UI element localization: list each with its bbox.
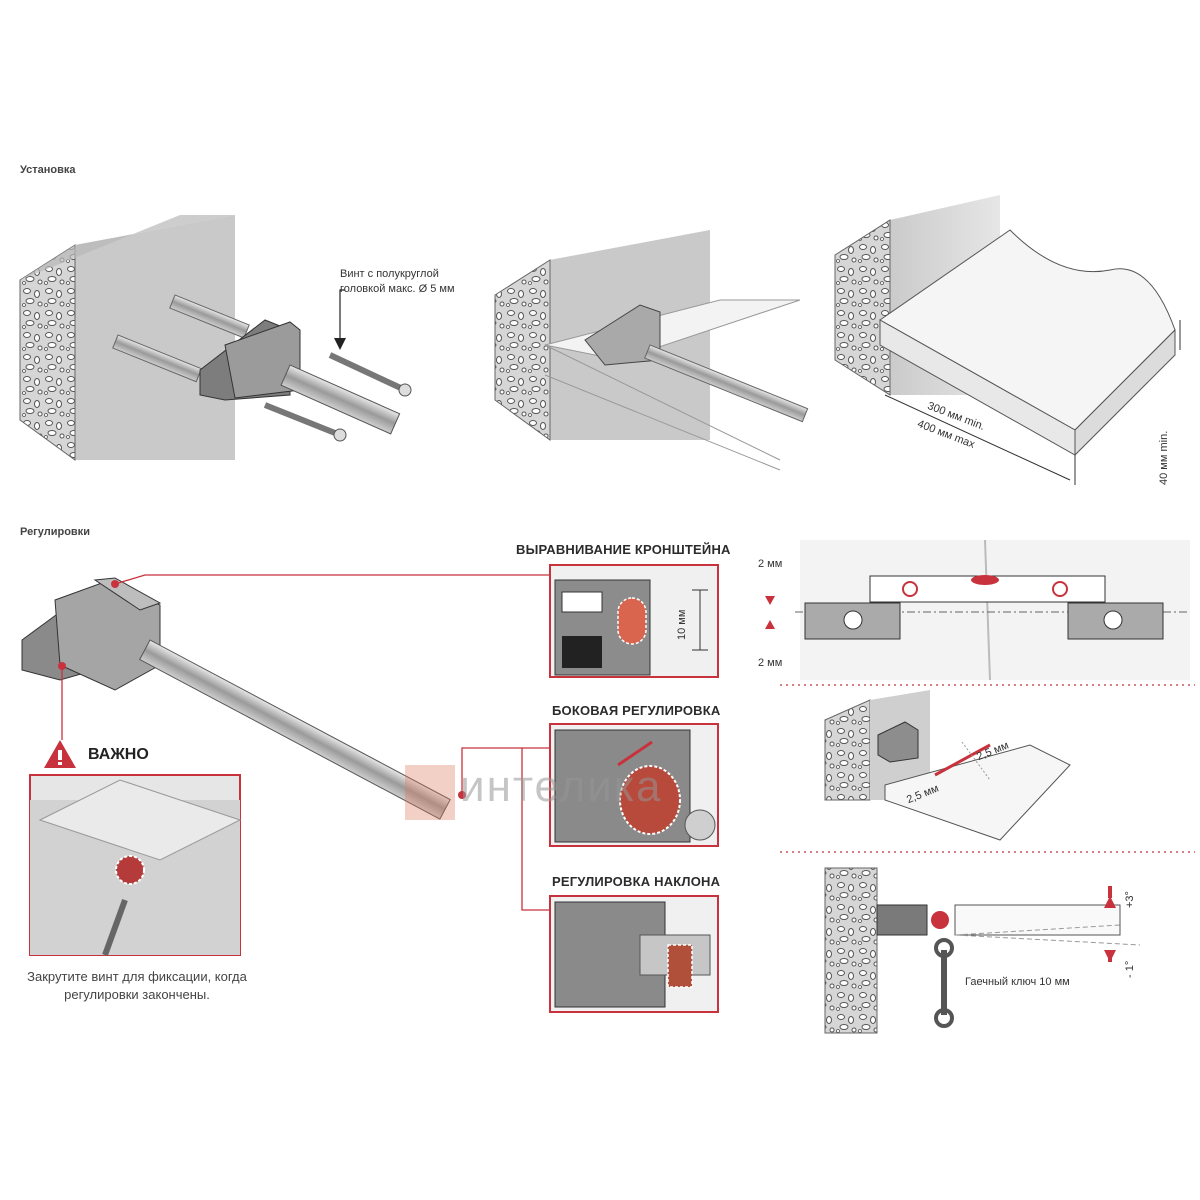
main-bracket [21,577,466,820]
level-up-label: 2 мм [758,558,783,570]
bracket-body [199,319,401,435]
watermark-logo [405,765,455,820]
screw-callout-line [339,289,345,345]
arrow-down-icon [765,620,775,629]
important-label: ВАЖНО [88,746,149,763]
lateral-title: БОКОВАЯ РЕГУЛИРОВКА [552,703,721,718]
screw-note-line-1: Винт с полукруглой [340,268,439,280]
arrow-up-icon [765,596,775,605]
lateral-arrow [617,740,653,767]
screw-callout-arrow [334,338,346,350]
slot-size-label: 10 мм [676,609,688,640]
install-step-1 [19,215,412,461]
install-step-2 [494,230,809,471]
wrench-label: Гаечный ключ 10 мм [965,976,1070,988]
tilt-title: РЕГУЛИРОВКА НАКЛОНА [552,874,721,889]
tilt-nut-highlight [667,944,693,988]
important-note: Закрутите винт для фиксации, когда регул… [27,969,247,1002]
tilt-down-label: - 1° [1124,960,1136,978]
detail-box-tilt [549,895,719,1013]
depth-dimension-line [884,394,1071,481]
tilt-up-label: +3° [1124,891,1136,908]
screw-pair [263,352,412,442]
watermark-text: интелика [460,762,663,811]
section-install-title: Установка [20,164,76,176]
lateral-illustration [824,690,1071,841]
detail-box-bracket-align [549,564,719,678]
thickness-label: 40 мм min. [1158,430,1170,485]
level-illustration [765,539,1190,681]
adjust-rod [138,639,451,820]
important-box [29,740,242,957]
tilt-illustration [824,867,1141,1034]
lateral-arrow-2 [934,743,991,777]
shelf-board [879,229,1176,431]
detail-box-lateral [549,723,719,847]
level-down-label: 2 мм [758,657,783,669]
tilt-up-arrow [1104,896,1116,908]
screw-note-line-2: головкой макс. Ø 5 мм [340,283,455,295]
callout-lines [61,574,550,911]
section-adjust-title: Регулировки [20,526,90,538]
install-step-3 [834,195,1181,485]
bracket-align-title: ВЫРАВНИВАНИЕ КРОНШТЕЙНА [516,542,731,557]
wrench-icon [934,938,954,1028]
dowel-pair [112,294,250,383]
slot-highlight [617,597,647,645]
